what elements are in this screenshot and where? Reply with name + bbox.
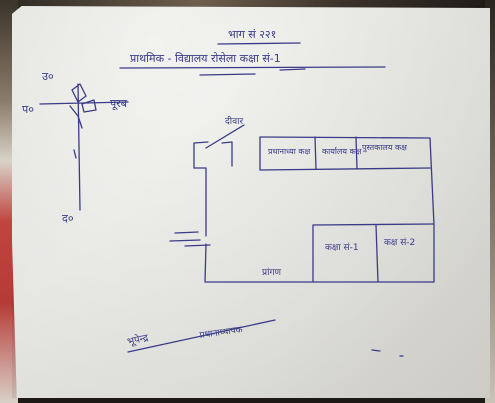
plan-gate-mark-3 xyxy=(184,244,211,247)
compass-north-arrow xyxy=(71,83,87,103)
background-cloth-right xyxy=(485,0,495,403)
area-label: प्रांगण xyxy=(262,267,282,278)
plan-entrance-box xyxy=(193,141,209,169)
compass-west-label: प० xyxy=(22,103,34,116)
compass-ns-line xyxy=(77,83,81,211)
plan-top-room-divider-1 xyxy=(314,136,317,170)
plan-top-room-divider-2 xyxy=(355,136,358,170)
plan-bottom-room-divider xyxy=(375,224,379,283)
header-line-2: प्राथमिक - विद्यालय रोसेला कक्षा सं-1 xyxy=(130,52,281,65)
compass-south-mark xyxy=(69,105,83,129)
plan-entrance-right xyxy=(221,141,233,167)
compass-east-label: पूरब xyxy=(110,97,128,111)
signature-title: प्रधानाध्यापक xyxy=(199,325,244,341)
compass-north-label: उ० xyxy=(42,70,54,83)
floor-plan: दीवार प्रधानाध्या कक्ष कार्यालय कक्ष पुस… xyxy=(169,115,435,283)
room-4-label: कक्षा सं-1 xyxy=(325,242,359,253)
plan-left-wall-top xyxy=(193,167,207,237)
room-1-label: प्रधानाध्या कक्ष xyxy=(268,147,310,156)
compass-east-arrow xyxy=(81,99,97,113)
signature: भूपेन्द्र प्रधानाध्यापक xyxy=(126,319,276,353)
compass-tick xyxy=(73,149,77,159)
signature-underline xyxy=(127,319,276,353)
plan-entrance-label: दीवार xyxy=(225,115,243,127)
compass-south-label: द० xyxy=(62,212,74,225)
room-3-label: पुस्तकालय कक्ष xyxy=(362,143,407,153)
signature-name: भूपेन्द्र xyxy=(126,332,150,348)
plan-entrance-pointer xyxy=(205,124,245,149)
header-underline-2 xyxy=(119,66,386,69)
plan-bottom-rooms-outline xyxy=(312,223,435,283)
room-5-label: कक्ष सं-2 xyxy=(384,237,415,248)
header-underline-3 xyxy=(199,73,256,76)
header-underline-1 xyxy=(217,42,301,45)
paper-sheet xyxy=(12,6,490,398)
header-underline-4 xyxy=(279,68,306,71)
room-2-label: कार्यालय कक्ष xyxy=(322,146,362,156)
ink-dot xyxy=(371,349,381,352)
plan-outer-wall xyxy=(204,136,435,283)
plan-gate-mark-2 xyxy=(169,239,201,242)
plan-top-rooms-outline xyxy=(259,136,431,171)
header-line-1: भाग सं २२१ xyxy=(228,28,276,41)
plan-gate-mark-1 xyxy=(174,231,199,234)
compass-rose: उ० पूरब प० द० xyxy=(22,70,129,225)
